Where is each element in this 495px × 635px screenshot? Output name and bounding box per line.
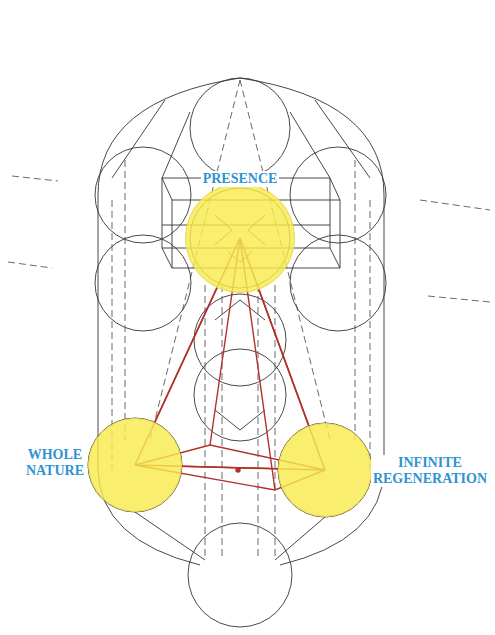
center-dot — [236, 468, 240, 472]
dashed-line — [205, 285, 275, 560]
sphere-circle — [194, 349, 286, 441]
sphere-circle — [290, 235, 386, 331]
frame-line — [135, 512, 325, 560]
sphere-circle — [88, 418, 182, 512]
dashed-lines — [8, 80, 490, 560]
label-holder: PRESENCE — [201, 171, 280, 187]
sphere-label: INFINITE REGENERATION — [371, 455, 489, 487]
pyramid-edge — [259, 290, 309, 426]
sphere-node: WHOLE NATURE — [88, 418, 182, 512]
sphere-label: WHOLE NATURE — [24, 447, 86, 479]
highlight-circle — [279, 424, 372, 517]
line-art — [88, 78, 386, 627]
sphere-shape — [185, 183, 295, 293]
label-holder: INFINITE REGENERATION — [371, 455, 489, 487]
highlight-circle — [89, 419, 182, 512]
sphere-circle — [278, 423, 372, 517]
margin-dash — [8, 176, 58, 268]
sphere-shape — [278, 423, 372, 517]
sphere-circle — [95, 235, 191, 331]
label-holder: WHOLE NATURE — [24, 447, 86, 479]
pyramid-edge — [182, 466, 278, 469]
dashed-line — [150, 80, 330, 440]
sphere-circle — [188, 523, 292, 627]
sphere-node: INFINITE REGENERATION — [278, 423, 372, 517]
outer-frame — [98, 78, 384, 470]
margin-dash — [420, 200, 490, 302]
sphere-label: PRESENCE — [201, 171, 280, 187]
pyramid-edge — [155, 288, 217, 422]
sphere-node: PRESENCE — [185, 183, 295, 293]
sphere-shape — [88, 418, 182, 512]
dashed-line — [125, 160, 355, 440]
highlight-circle — [186, 184, 295, 293]
sphere-circle — [190, 78, 290, 178]
sphere-circle — [95, 147, 191, 243]
frame-line — [112, 100, 370, 178]
